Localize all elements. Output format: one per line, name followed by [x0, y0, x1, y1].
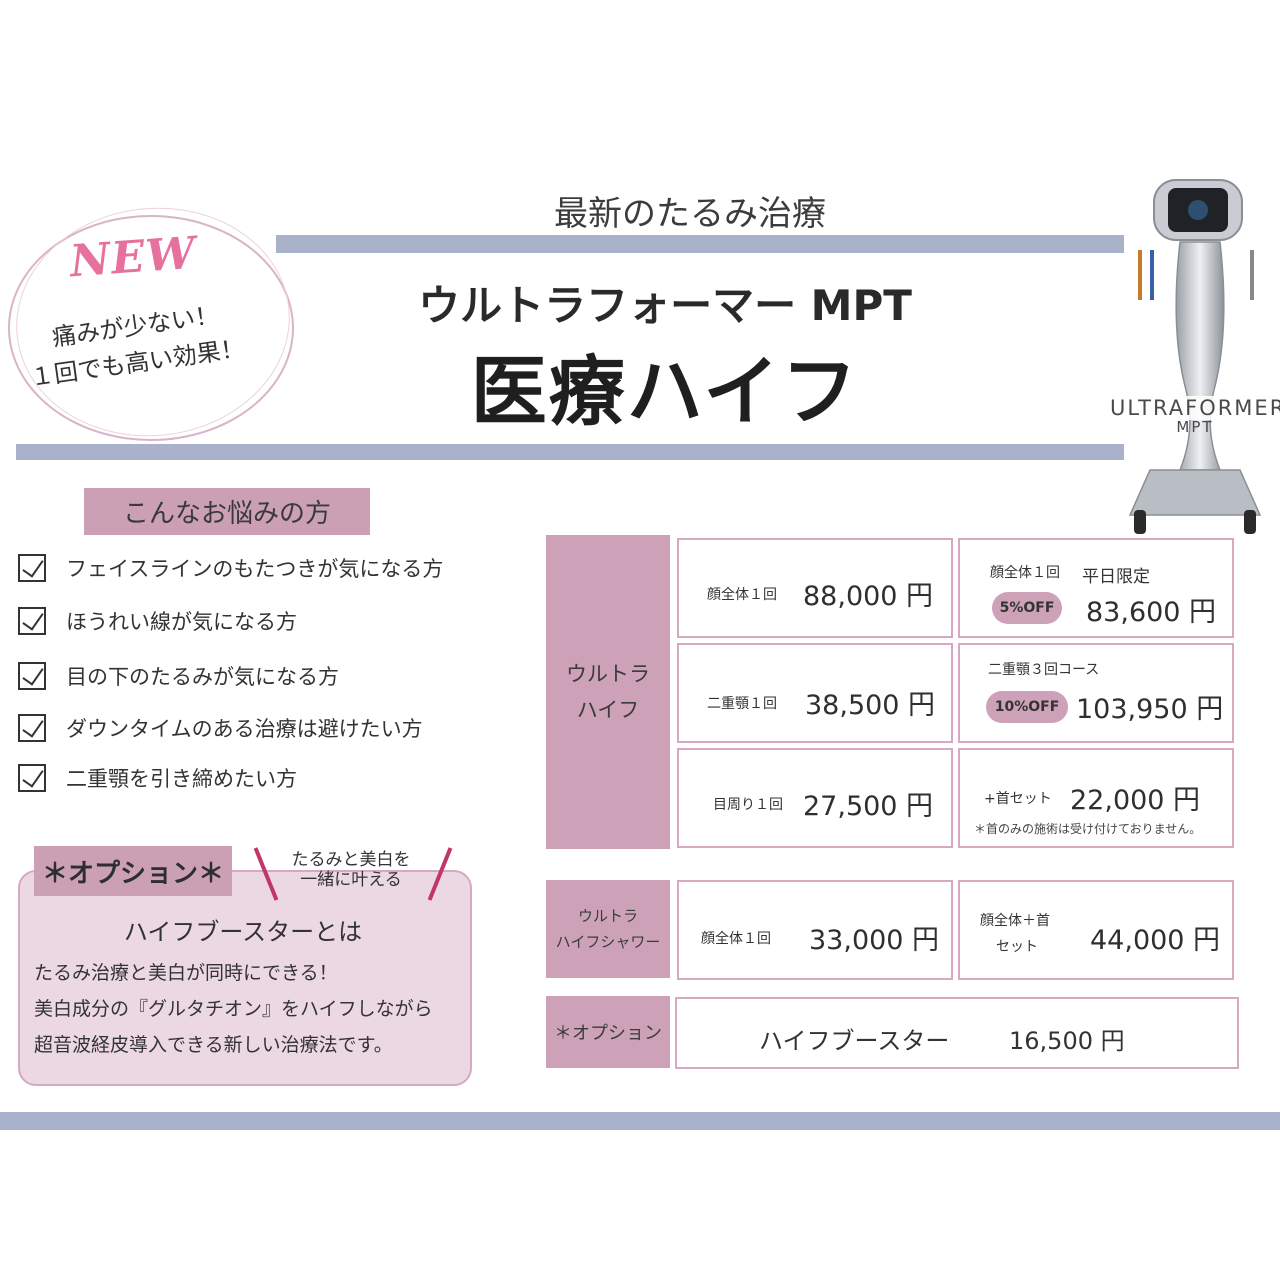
concern-item: ほうれい線が気になる方	[18, 605, 297, 637]
header-bar-bottom	[16, 444, 1124, 460]
checkbox-icon	[18, 554, 46, 582]
alt-label: +首セット	[984, 791, 1052, 807]
option-tagline: たるみと美白を 一緒に叶える	[276, 850, 426, 890]
price-value: 27,500 円	[803, 791, 934, 822]
tagline-line-1: たるみと美白を	[291, 850, 411, 870]
checkbox-icon	[18, 714, 46, 742]
subtitle: 最新のたるみ治療	[554, 194, 826, 234]
concern-text: フェイスラインのもたつきが気になる方	[66, 557, 444, 581]
option-tag: ＊オプション＊	[34, 846, 232, 896]
price-value: 38,500 円	[805, 690, 936, 721]
category-line-2: ハイフ	[576, 698, 640, 722]
discount-badge: 5%OFF	[992, 592, 1062, 624]
concern-item: フェイスラインのもたつきが気になる方	[18, 552, 443, 584]
concern-item: ダウンタイムのある治療は避けたい方	[18, 712, 423, 744]
price-cell-alt: +首セット 22,000 円 ＊首のみの施術は受け付けておりません。	[958, 748, 1234, 848]
price-cell-alt: 二重顎３回コース 10%OFF 103,950 円	[958, 643, 1234, 743]
alt-price: 44,000 円	[1090, 925, 1221, 956]
concern-text: 目の下のたるみが気になる方	[66, 665, 339, 689]
alt-label-2: セット	[996, 939, 1038, 955]
main-title: 医療ハイフ	[470, 347, 860, 436]
booster-title: ハイフブースターとは	[123, 918, 363, 946]
price-cell: 顔全体１回 33,000 円	[677, 880, 953, 980]
price-label: 目周り１回	[713, 797, 783, 813]
alt-extra: 平日限定	[1082, 567, 1150, 587]
concern-text: 二重顎を引き締めたい方	[66, 767, 297, 791]
category-ultra-hifu: ウルトラ ハイフ	[546, 535, 670, 849]
category-line-1: ウルトラ	[566, 662, 650, 686]
concern-text: ダウンタイムのある治療は避けたい方	[66, 717, 423, 741]
machine-brand-label: ULTRAFORMER	[1110, 396, 1280, 420]
checkbox-icon	[18, 607, 46, 635]
product-name: ウルトラフォーマー MPT	[418, 281, 912, 330]
price-cell: 目周り１回 27,500 円	[677, 748, 953, 848]
concern-item: 二重顎を引き締めたい方	[18, 762, 297, 794]
booster-price: 16,500 円	[1009, 1027, 1125, 1055]
alt-label: 二重顎３回コース	[988, 662, 1100, 678]
price-label: 顔全体１回	[701, 931, 771, 947]
alt-price: 22,000 円	[1070, 785, 1201, 816]
footer-bar	[0, 1112, 1280, 1130]
price-value: 33,000 円	[809, 925, 940, 956]
header-bar-top	[276, 235, 1124, 253]
category-line-1: ウルトラ	[577, 907, 638, 925]
machine-model-label: MPT	[1176, 418, 1214, 436]
alt-price: 103,950 円	[1076, 694, 1224, 725]
category-ultra-shower: ウルトラ ハイフシャワー	[546, 880, 670, 978]
tagline-line-2: 一緒に叶える	[300, 870, 402, 890]
booster-desc-3: 超音波経皮導入できる新しい治療法です。	[34, 1034, 393, 1056]
alt-label: 顔全体１回	[990, 565, 1060, 581]
booster-price-cell: ハイフブースター 16,500 円	[675, 997, 1239, 1069]
price-cell-alt: 顔全体１回 平日限定 5%OFF 83,600 円	[958, 538, 1234, 638]
price-value: 88,000 円	[803, 581, 934, 612]
price-label: 二重顎１回	[707, 696, 777, 712]
alt-price: 83,600 円	[1086, 597, 1217, 628]
category-option: ＊オプション	[546, 996, 670, 1068]
concern-text: ほうれい線が気になる方	[66, 610, 297, 634]
checkbox-icon	[18, 764, 46, 792]
booster-desc-2: 美白成分の『グルタチオン』をハイフしながら	[34, 998, 433, 1020]
ultraformer-machine-image	[1128, 179, 1262, 534]
concerns-header: こんなお悩みの方	[84, 488, 370, 535]
booster-desc-1: たるみ治療と美白が同時にできる！	[34, 962, 338, 984]
concern-item: 目の下のたるみが気になる方	[18, 660, 339, 692]
alt-note: ＊首のみの施術は受け付けておりません。	[974, 822, 1202, 836]
booster-name: ハイフブースター	[759, 1027, 950, 1055]
price-label: 顔全体１回	[707, 587, 777, 603]
new-badge-circle	[8, 215, 294, 441]
checkbox-icon	[18, 662, 46, 690]
alt-label-1: 顔全体＋首	[980, 913, 1050, 929]
price-cell-alt: 顔全体＋首 セット 44,000 円	[958, 880, 1234, 980]
price-cell: 顔全体１回 88,000 円	[677, 538, 953, 638]
option-box	[18, 870, 472, 1086]
category-line-2: ハイフシャワー	[555, 933, 661, 951]
discount-badge: 10%OFF	[986, 691, 1068, 723]
new-label: NEW	[68, 227, 198, 288]
price-cell: 二重顎１回 38,500 円	[677, 643, 953, 743]
